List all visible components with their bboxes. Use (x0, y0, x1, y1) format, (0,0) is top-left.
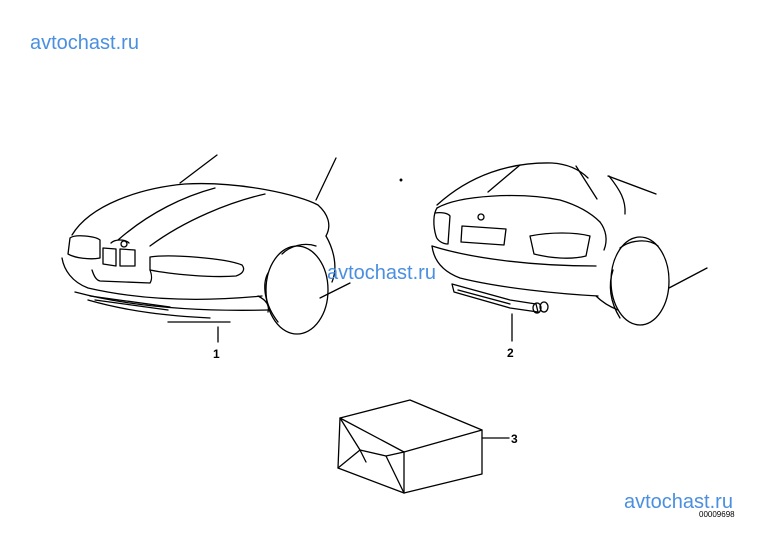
document-number: 00009698 (699, 510, 735, 519)
rear-car-drawing (399, 162, 708, 342)
callout-number-2: 2 (507, 346, 514, 360)
box-drawing (337, 399, 510, 494)
callout-number-3: 3 (511, 432, 518, 446)
watermark-top-left: avtochast.ru (30, 32, 139, 54)
callout-number-1: 1 (213, 347, 220, 361)
watermark-bottom-right: avtochast.ru (624, 491, 733, 513)
front-car-drawing (61, 154, 351, 343)
watermark-center: avtochast.ru (327, 262, 436, 284)
